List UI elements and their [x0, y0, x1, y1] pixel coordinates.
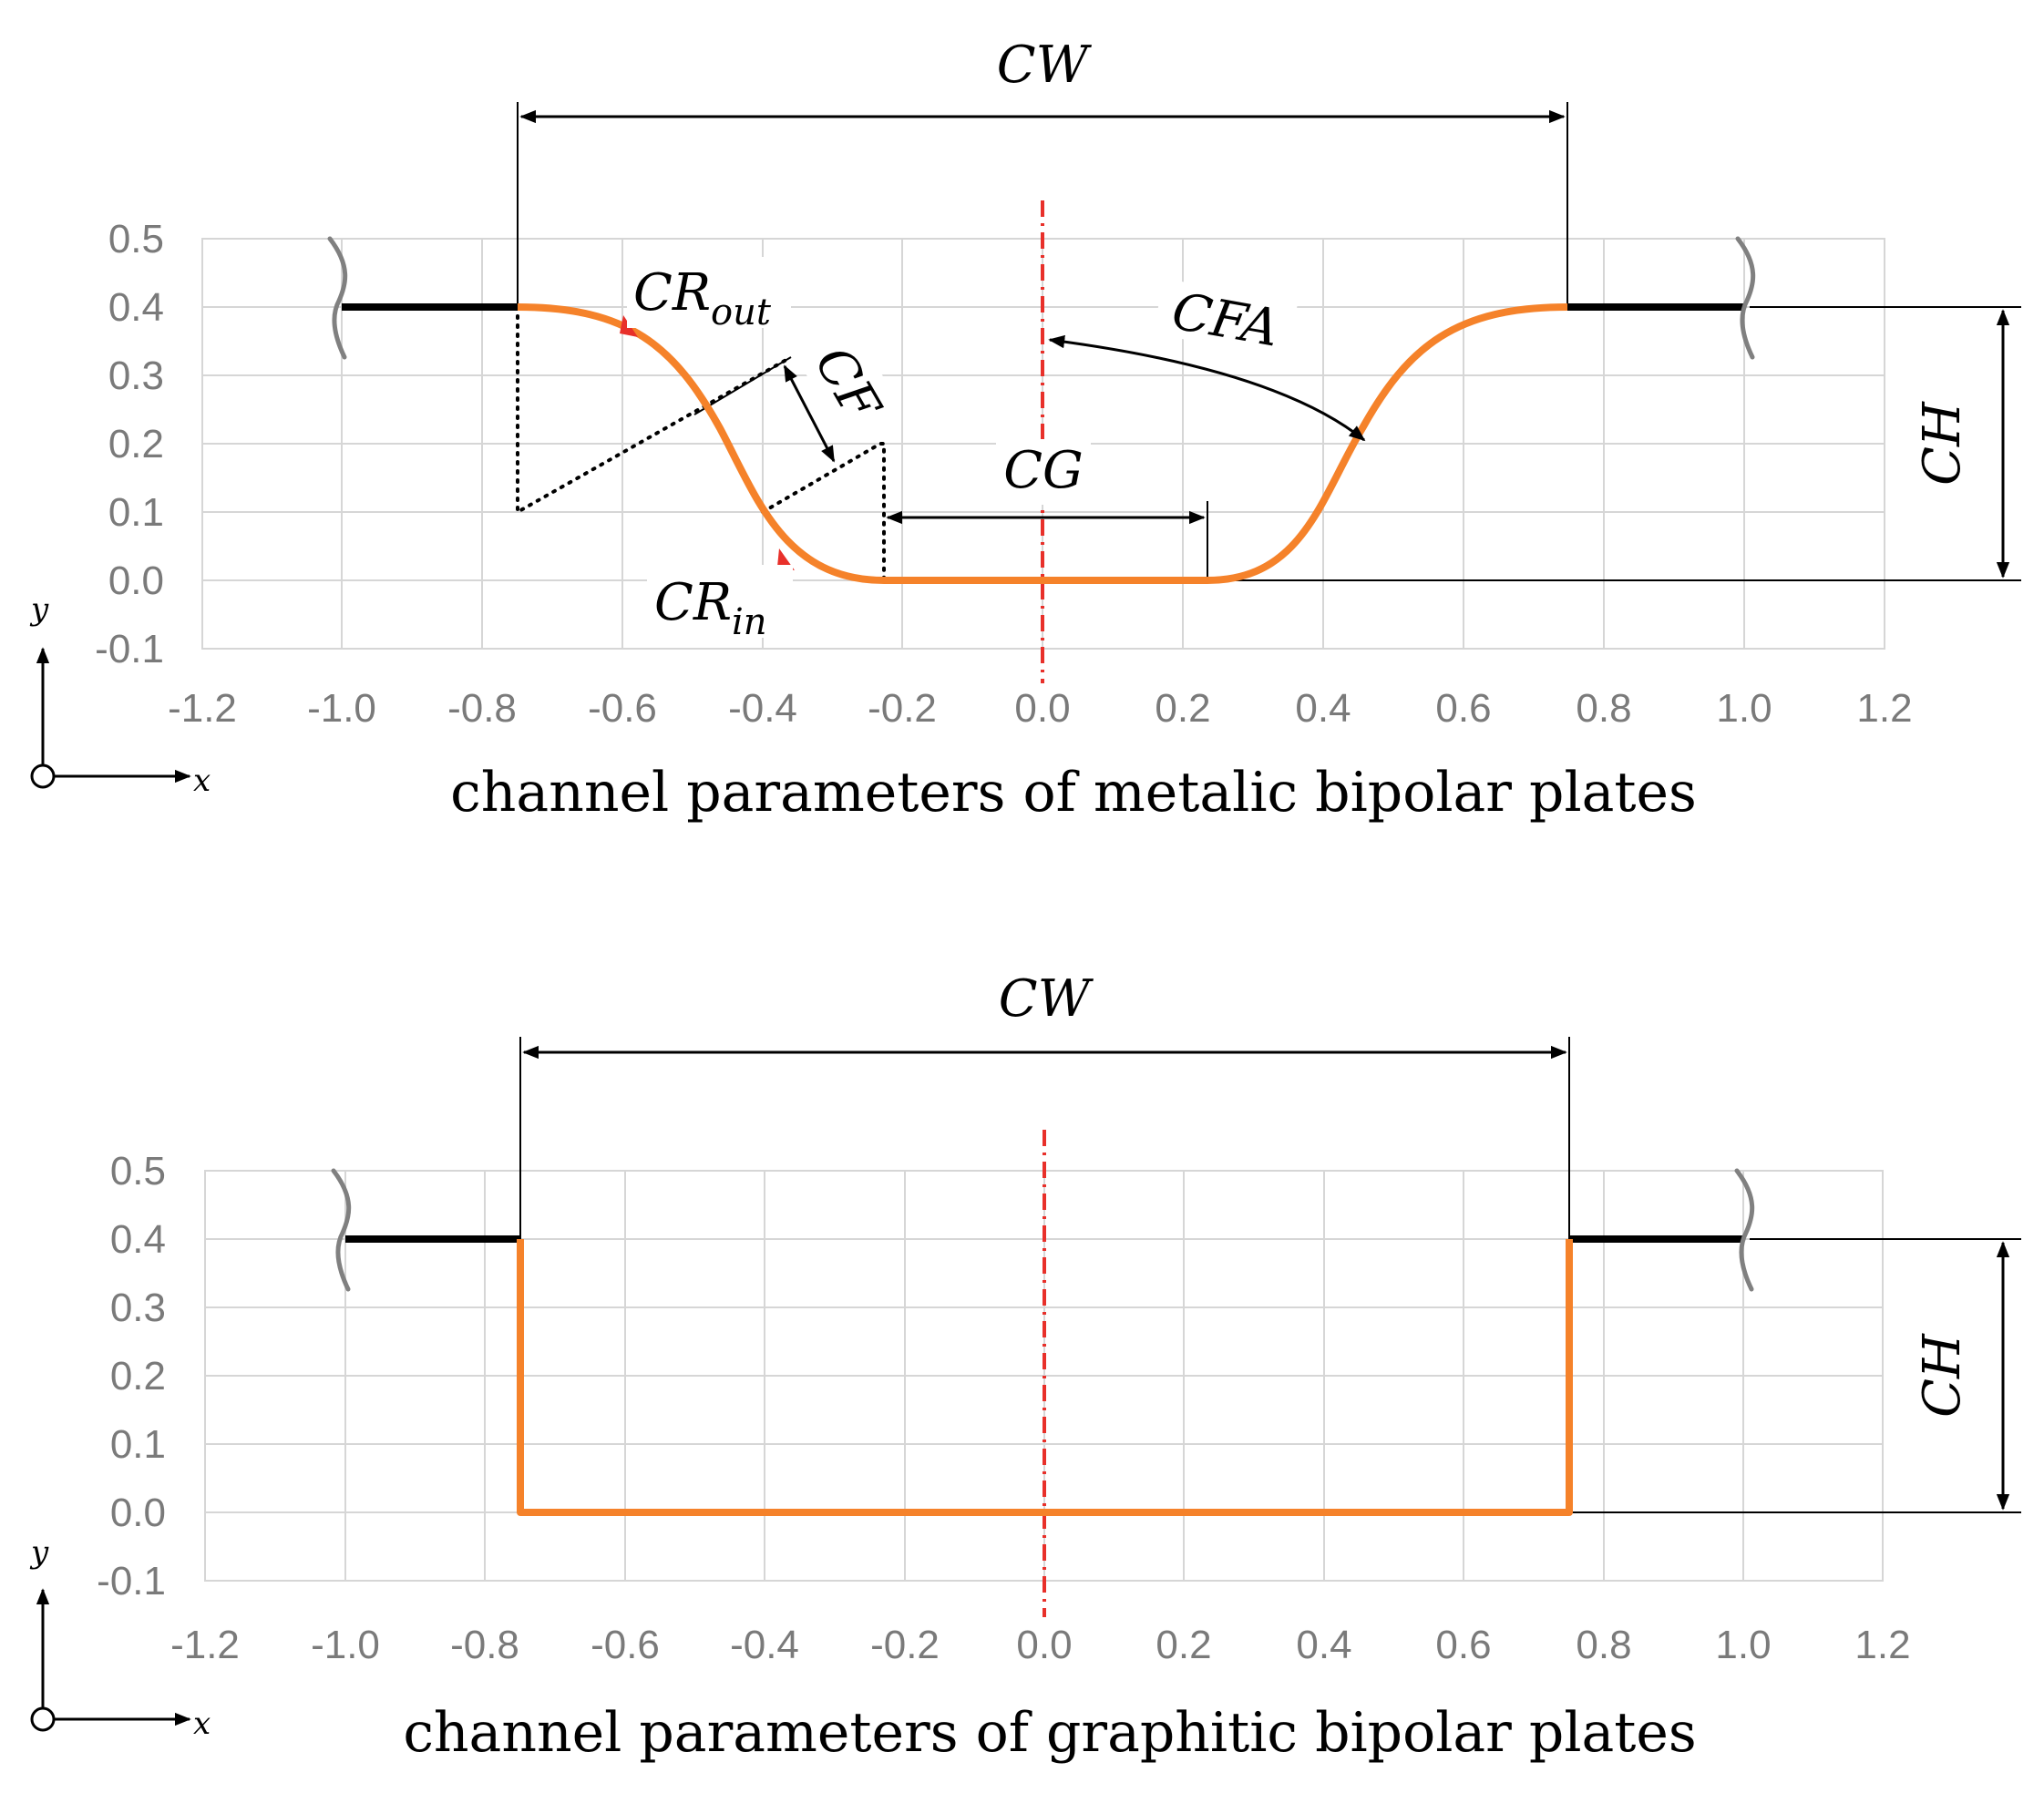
- x-tick-label: -0.2: [868, 686, 937, 731]
- graphitic-x-ticks: -1.2 -1.0 -0.8 -0.6 -0.4 -0.2 0.0 0.2 0.…: [170, 1623, 1911, 1667]
- metallic-x-ticks: -1.2 -1.0 -0.8 -0.6 -0.4 -0.2 0.0 0.2 0.…: [168, 686, 1913, 731]
- x-tick-label: 1.2: [1854, 1623, 1910, 1667]
- y-tick-label: 0.1: [108, 490, 164, 535]
- graphitic-channel-profile: [517, 1239, 1573, 1516]
- cr-out-label: CRout: [633, 263, 772, 333]
- x-tick-label: -1.0: [311, 1623, 380, 1667]
- x-tick-label: 0.6: [1435, 1623, 1491, 1667]
- graphitic-caption: channel parameters of graphitic bipolar …: [403, 1701, 1696, 1765]
- y-tick-label: 0.2: [110, 1354, 166, 1399]
- y-tick-label: 0.1: [110, 1422, 166, 1467]
- cw-label: CW: [997, 36, 1093, 95]
- y-axis-symbol: y: [29, 1534, 49, 1571]
- cfa-angle-arc: [1048, 334, 1366, 442]
- x-tick-label: -0.8: [450, 1623, 519, 1667]
- left-break-brace: [331, 1168, 352, 1292]
- left-break-brace: [327, 236, 348, 360]
- cr-in-label: CRin: [654, 573, 767, 643]
- metallic-axis-triad: y x: [29, 591, 211, 799]
- origin-circle: [30, 763, 56, 789]
- x-tick-label: 0.0: [1014, 686, 1070, 731]
- cf-dimension-arrow: [783, 364, 836, 463]
- x-tick-label: 1.0: [1716, 686, 1772, 731]
- x-tick-label: 0.4: [1296, 1623, 1351, 1667]
- x-tick-label: 0.8: [1576, 1623, 1631, 1667]
- y-tick-label: -0.1: [97, 1559, 166, 1603]
- x-tick-label: -0.4: [730, 1623, 799, 1667]
- ch-label: CH: [1913, 1333, 1972, 1418]
- x-tick-label: -0.6: [588, 686, 657, 731]
- x-tick-label: -1.0: [307, 686, 376, 731]
- cw-label: CW: [999, 969, 1094, 1029]
- x-tick-label: -0.6: [591, 1623, 660, 1667]
- y-tick-label: 0.5: [110, 1149, 166, 1194]
- x-tick-label: 1.2: [1856, 686, 1912, 731]
- y-tick-label: 0.0: [108, 558, 164, 603]
- ch-label: CH: [1913, 401, 1972, 486]
- y-tick-label: 0.4: [108, 285, 164, 330]
- x-tick-label: 0.2: [1155, 686, 1210, 731]
- x-tick-label: -1.2: [170, 1623, 240, 1667]
- x-tick-label: 1.0: [1715, 1623, 1771, 1667]
- y-tick-label: 0.0: [110, 1491, 166, 1535]
- x-tick-label: -0.4: [728, 686, 797, 731]
- x-tick-label: 0.8: [1576, 686, 1631, 731]
- y-tick-label: 0.4: [110, 1217, 166, 1262]
- y-tick-label: 0.5: [108, 217, 164, 261]
- right-break-brace: [1734, 1168, 1755, 1292]
- x-tick-label: 0.4: [1295, 686, 1351, 731]
- graphitic-panel: 0.5 0.4 0.3 0.2 0.1 0.0 -0.1 -1.2 -1.0 -…: [29, 969, 2021, 1765]
- metallic-y-ticks: 0.5 0.4 0.3 0.2 0.1 0.0 -0.1: [95, 217, 164, 671]
- flank-construction-inner: [761, 442, 886, 582]
- cfa-label: CFA: [1167, 282, 1283, 358]
- x-tick-label: 0.2: [1156, 1623, 1211, 1667]
- x-axis-symbol: x: [193, 1706, 211, 1742]
- origin-circle: [30, 1706, 56, 1732]
- right-break-brace: [1735, 236, 1756, 360]
- metallic-channel-profile: [517, 303, 1568, 584]
- cg-label: CG: [1003, 441, 1084, 500]
- x-tick-label: 0.0: [1016, 1623, 1072, 1667]
- graphitic-y-ticks: 0.5 0.4 0.3 0.2 0.1 0.0 -0.1: [97, 1149, 166, 1603]
- x-tick-label: 0.6: [1435, 686, 1491, 731]
- y-axis-symbol: y: [29, 591, 49, 628]
- x-tick-label: -0.2: [870, 1623, 940, 1667]
- y-tick-label: 0.2: [108, 422, 164, 466]
- x-tick-label: -0.8: [447, 686, 517, 731]
- y-tick-label: -0.1: [95, 627, 164, 671]
- graphitic-axis-triad: y x: [29, 1534, 211, 1742]
- metallic-caption: channel parameters of metalic bipolar pl…: [450, 761, 1697, 825]
- metallic-panel: 0.5 0.4 0.3 0.2 0.1 0.0 -0.1 -1.2 -1.0 -…: [29, 36, 2021, 825]
- x-axis-symbol: x: [193, 763, 211, 799]
- y-tick-label: 0.3: [108, 353, 164, 398]
- cf-label: CF: [803, 337, 892, 433]
- x-tick-label: -1.2: [168, 686, 237, 731]
- y-tick-label: 0.3: [110, 1286, 166, 1330]
